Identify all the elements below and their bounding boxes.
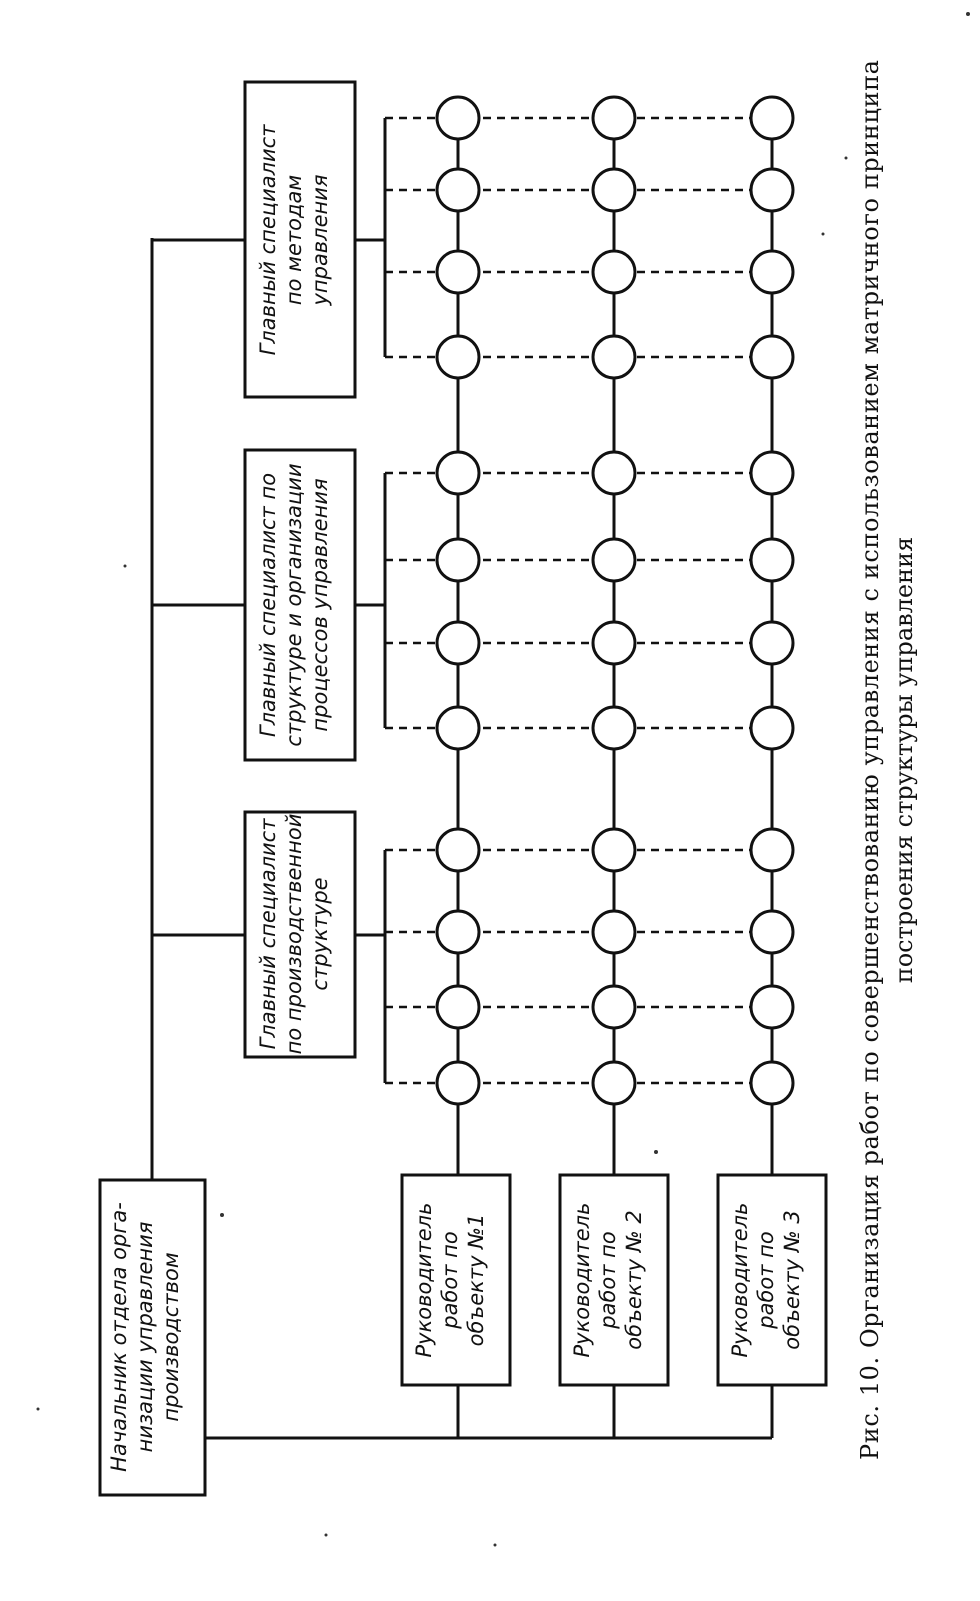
executor-node	[591, 334, 637, 380]
specialist-1-line-2: по производственной	[282, 814, 306, 1055]
executor-node	[435, 909, 481, 955]
executor-node	[591, 705, 637, 751]
head-box: Начальник отдела орга- низации управлени…	[98, 1178, 207, 1497]
manager-2-line-3: объекту № 2	[622, 1210, 646, 1349]
executor-node	[749, 1060, 795, 1106]
specialist-2-line-1: Главный специалист по	[256, 473, 280, 737]
specialist-1-line-1: Главный специалист	[256, 818, 280, 1050]
executor-node	[435, 827, 481, 873]
executor-node	[749, 167, 795, 213]
manager-box-object-2: Руководитель работ по объекту № 2	[558, 1173, 670, 1387]
executor-node	[591, 909, 637, 955]
executor-node	[749, 95, 795, 141]
manager-3-line-3: объекту № 3	[780, 1210, 804, 1349]
executor-node	[435, 450, 481, 496]
manager-2-line-2: работ по	[596, 1231, 620, 1329]
executor-node	[591, 984, 637, 1030]
specialist-box-structure-processes: Главный специалист по структуре и органи…	[243, 448, 357, 762]
specialist-3-line-2: по методам	[282, 175, 306, 305]
executor-node	[591, 95, 637, 141]
head-line-1: Начальник отдела орга-	[107, 1202, 131, 1472]
executor-node	[435, 167, 481, 213]
executor-node	[435, 1060, 481, 1106]
executor-node	[591, 249, 637, 295]
specialist-3-line-3: управления	[308, 174, 332, 306]
manager-1-line-1: Руководитель	[412, 1203, 436, 1358]
executor-node	[749, 984, 795, 1030]
manager-3-line-2: работ по	[754, 1231, 778, 1329]
executor-node	[591, 450, 637, 496]
figure-caption: Рис. 10. Организация работ по совершенст…	[856, 60, 918, 1460]
executor-node	[749, 620, 795, 666]
scan-noise	[36, 12, 970, 1547]
manager-1-line-2: работ по	[438, 1231, 462, 1329]
head-line-2: низации управления	[133, 1222, 157, 1453]
specialist-box-production-structure: Главный специалист по производственной с…	[243, 810, 357, 1059]
executor-node	[435, 249, 481, 295]
manager-box-object-1: Руководитель работ по объекту №1	[400, 1173, 512, 1387]
specialist-box-management-methods: Главный специалист по методам управления	[243, 80, 357, 399]
manager-3-line-1: Руководитель	[728, 1203, 752, 1358]
executor-node	[591, 1060, 637, 1106]
executor-node	[591, 537, 637, 583]
executor-node	[749, 249, 795, 295]
executor-node	[435, 984, 481, 1030]
executor-node	[591, 827, 637, 873]
executor-node	[435, 334, 481, 380]
caption-line-1: Рис. 10. Организация работ по совершенст…	[856, 60, 884, 1460]
manager-box-object-3: Руководитель работ по объекту № 3	[716, 1173, 828, 1387]
specialist-2-line-3: процессов управления	[308, 478, 332, 731]
executor-nodes	[435, 95, 795, 1106]
executor-node	[749, 909, 795, 955]
manager-1-line-3: объекту №1	[464, 1214, 488, 1347]
executor-node	[591, 167, 637, 213]
executor-node	[749, 450, 795, 496]
manager-2-line-1: Руководитель	[570, 1203, 594, 1358]
specialist-1-line-3: структуре	[308, 877, 332, 990]
executor-node	[435, 620, 481, 666]
specialist-3-line-1: Главный специалист	[256, 124, 280, 356]
specialist-2-line-2: структуре и организации	[282, 463, 306, 746]
executor-node	[749, 537, 795, 583]
caption-line-2: построения структуры управления	[890, 537, 918, 984]
executor-node	[435, 95, 481, 141]
executor-node	[749, 705, 795, 751]
head-line-3: производством	[159, 1252, 183, 1421]
executor-node	[435, 705, 481, 751]
executor-node	[591, 620, 637, 666]
executor-node	[749, 827, 795, 873]
executor-node	[749, 334, 795, 380]
executor-node	[435, 537, 481, 583]
